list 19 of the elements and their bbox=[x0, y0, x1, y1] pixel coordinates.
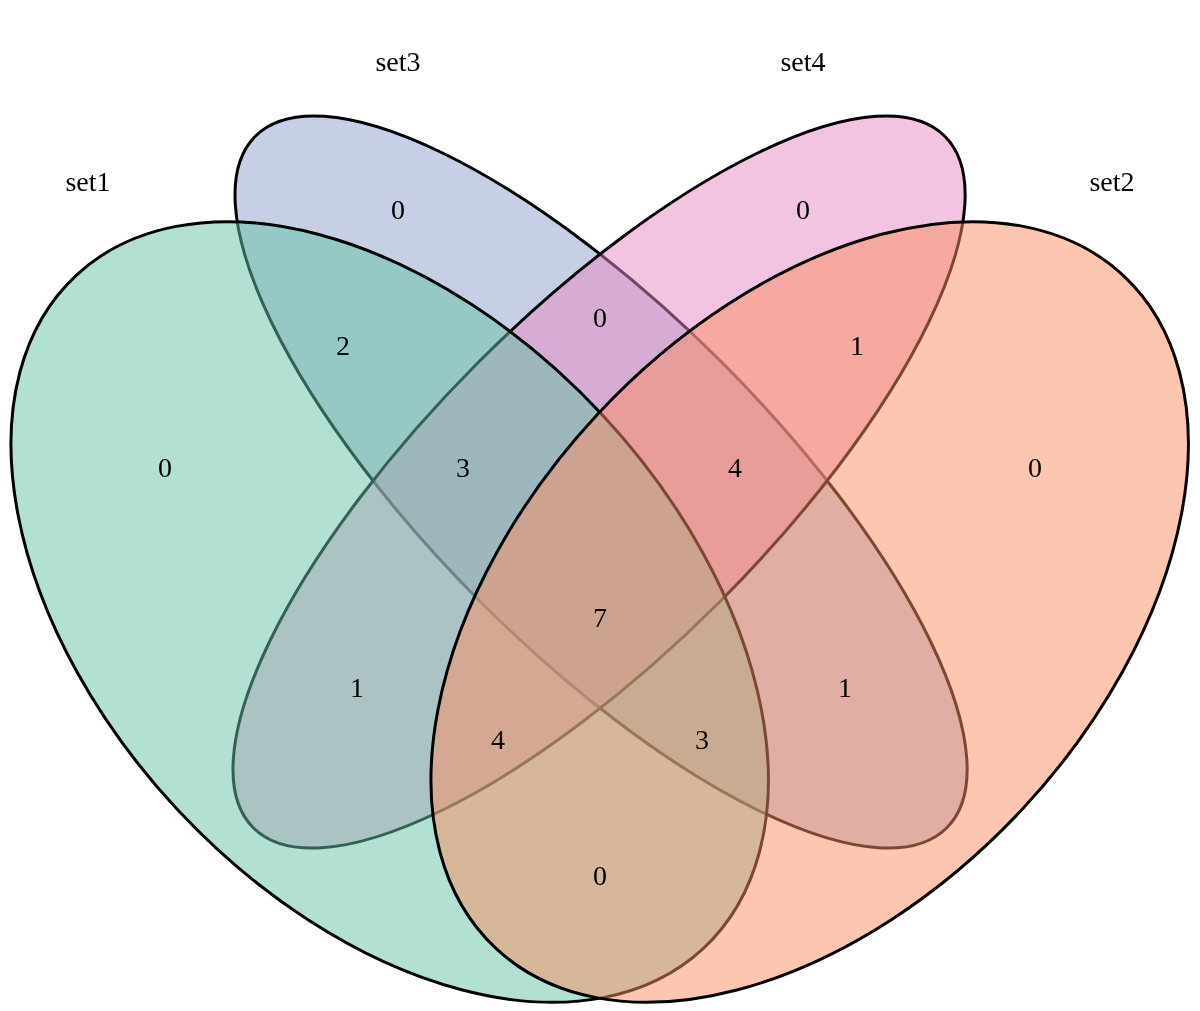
set-label: set4 bbox=[780, 46, 826, 78]
region-count: 0 bbox=[1028, 452, 1042, 484]
region-count: 1 bbox=[350, 672, 364, 704]
region-count: 0 bbox=[391, 194, 405, 226]
region-count: 0 bbox=[796, 194, 810, 226]
region-count: 2 bbox=[336, 330, 350, 362]
region-count: 3 bbox=[695, 724, 709, 756]
region-count: 0 bbox=[593, 302, 607, 334]
region-count: 3 bbox=[456, 452, 470, 484]
region-count: 7 bbox=[593, 602, 607, 634]
region-count: 0 bbox=[593, 860, 607, 892]
set-label: set1 bbox=[65, 166, 111, 198]
region-count: 1 bbox=[850, 330, 864, 362]
region-count: 4 bbox=[491, 724, 505, 756]
set-label: set3 bbox=[375, 46, 421, 78]
set-label: set2 bbox=[1089, 166, 1135, 198]
region-count: 1 bbox=[838, 672, 852, 704]
region-count: 4 bbox=[728, 452, 742, 484]
region-count: 0 bbox=[158, 452, 172, 484]
